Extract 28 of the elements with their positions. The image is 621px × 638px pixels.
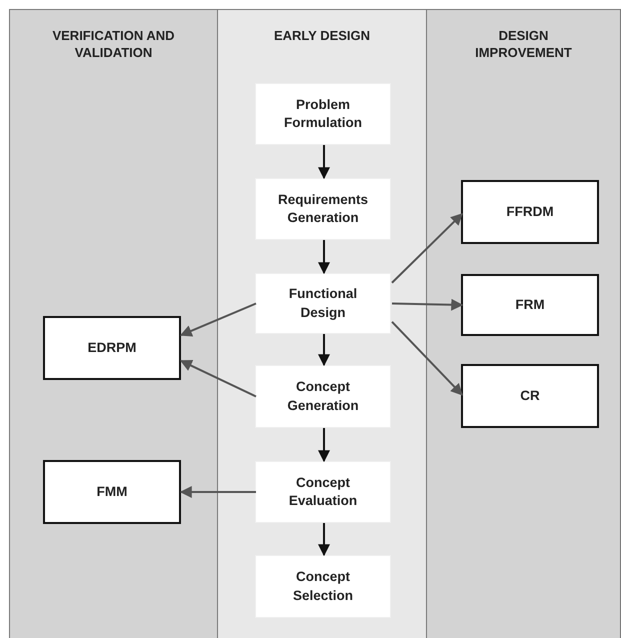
method-box: FRM (461, 274, 599, 336)
arrow (180, 360, 256, 398)
lane-heading: EARLY DESIGN (272, 28, 372, 45)
method-box: FMM (43, 460, 181, 524)
arrow (318, 334, 330, 366)
process-box: Problem Formulation (255, 83, 391, 145)
swimlane-panel (218, 9, 427, 638)
swimlane-panel (9, 9, 218, 638)
arrow (180, 486, 256, 498)
arrow (318, 523, 330, 556)
arrow (318, 145, 330, 180)
process-box: Concept Selection (255, 555, 391, 618)
arrow (180, 302, 256, 337)
arrow (392, 298, 464, 311)
method-box: EDRPM (43, 316, 181, 380)
swimlane-panel (427, 9, 621, 638)
arrow (391, 213, 463, 284)
arrow (318, 428, 330, 462)
lane-heading: VERIFICATION AND VALIDATION (51, 28, 176, 62)
arrow (318, 240, 330, 274)
method-box: CR (461, 364, 599, 428)
process-box: Requirements Generation (255, 178, 391, 240)
method-box: FFRDM (461, 180, 599, 244)
process-box: Concept Evaluation (255, 461, 391, 523)
process-box: Concept Generation (255, 365, 391, 428)
process-box: Functional Design (255, 273, 391, 334)
lane-heading: DESIGN IMPROVEMENT (474, 28, 573, 62)
arrow (391, 321, 463, 396)
